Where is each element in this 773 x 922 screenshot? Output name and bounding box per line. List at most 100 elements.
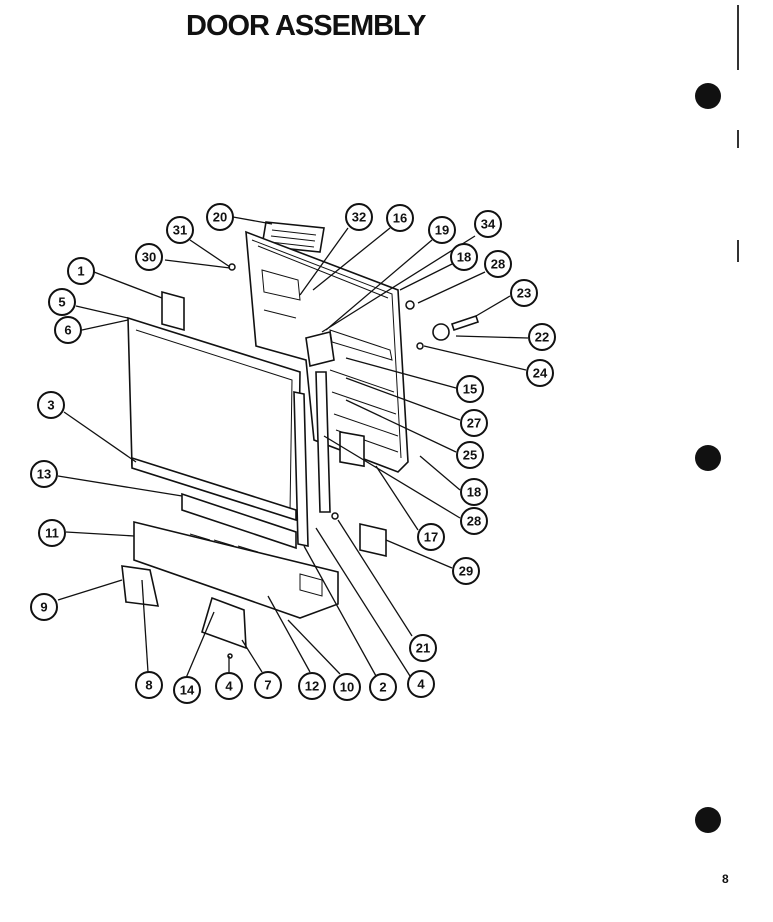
binder-hole-middle — [695, 445, 721, 471]
callout-21[interactable]: 21 — [409, 634, 437, 662]
callout-20[interactable]: 20 — [206, 203, 234, 231]
leader-23 — [475, 295, 511, 317]
leader-6 — [81, 319, 129, 331]
callout-32[interactable]: 32 — [345, 203, 373, 231]
callout-label: 34 — [481, 217, 496, 232]
leader-11 — [65, 531, 135, 537]
callout-5[interactable]: 5 — [48, 288, 76, 316]
callout-label: 30 — [142, 250, 156, 265]
part-detergent-cup — [339, 431, 365, 468]
leader-12 — [267, 595, 311, 673]
callout-2[interactable]: 2 — [369, 673, 397, 701]
callout-label: 23 — [517, 286, 531, 301]
part-cover-plate — [201, 596, 247, 650]
callout-4[interactable]: 4 — [215, 672, 243, 700]
callout-13[interactable]: 13 — [30, 460, 58, 488]
callout-label: 28 — [467, 514, 481, 529]
callout-label: 4 — [417, 677, 425, 692]
callout-29[interactable]: 29 — [452, 557, 480, 585]
part-screw — [416, 342, 424, 350]
callout-label: 9 — [40, 600, 47, 615]
part-inner-door-ribs — [329, 369, 399, 453]
callout-label: 20 — [213, 210, 227, 225]
callout-28[interactable]: 28 — [460, 507, 488, 535]
callout-24[interactable]: 24 — [526, 359, 554, 387]
callouts: 20 32 16 19 34 31 30 18 28 1 23 5 6 22 2… — [30, 203, 556, 704]
callout-label: 22 — [535, 330, 549, 345]
callout-3[interactable]: 3 — [37, 391, 65, 419]
part-liner-flange — [161, 290, 185, 332]
leader-5 — [75, 305, 129, 319]
part-gear — [432, 323, 450, 341]
callout-label: 6 — [64, 323, 71, 338]
callout-25[interactable]: 25 — [456, 441, 484, 469]
callout-16[interactable]: 16 — [386, 204, 414, 232]
part-vent-grille — [269, 229, 317, 248]
callout-label: 8 — [145, 678, 152, 693]
callout-label: 27 — [467, 416, 481, 431]
callout-4[interactable]: 4 — [407, 670, 435, 698]
page-title: DOOR ASSEMBLY — [186, 10, 426, 42]
part-control-panel-slots — [189, 533, 323, 597]
leader-25 — [345, 399, 457, 453]
callout-18[interactable]: 18 — [460, 478, 488, 506]
callout-27[interactable]: 27 — [460, 409, 488, 437]
leader-27 — [345, 377, 461, 421]
callout-label: 18 — [467, 485, 481, 500]
callout-9[interactable]: 9 — [30, 593, 58, 621]
callout-8[interactable]: 8 — [135, 671, 163, 699]
leader-16 — [312, 227, 391, 291]
callout-12[interactable]: 12 — [298, 672, 326, 700]
callout-30[interactable]: 30 — [135, 243, 163, 271]
callout-label: 3 — [47, 398, 54, 413]
callout-15[interactable]: 15 — [456, 375, 484, 403]
callout-7[interactable]: 7 — [254, 671, 282, 699]
callout-label: 24 — [533, 366, 548, 381]
callout-label: 4 — [225, 679, 233, 694]
callout-28[interactable]: 28 — [484, 250, 512, 278]
callout-label: 17 — [424, 530, 438, 545]
callout-11[interactable]: 11 — [38, 519, 66, 547]
callout-label: 1 — [77, 264, 84, 279]
binder-holes — [695, 5, 739, 833]
callout-31[interactable]: 31 — [166, 216, 194, 244]
part-latch-bracket — [305, 331, 335, 367]
part-drawings — [121, 221, 480, 659]
leader-22 — [455, 335, 529, 339]
leader-8 — [141, 579, 149, 673]
callout-1[interactable]: 1 — [67, 257, 95, 285]
part-screw — [405, 300, 415, 310]
callout-label: 7 — [264, 678, 271, 693]
leader-1 — [93, 271, 163, 299]
callout-label: 28 — [491, 257, 505, 272]
leader-34 — [321, 235, 476, 333]
leader-2 — [303, 545, 377, 677]
leader-30 — [164, 259, 231, 269]
callout-10[interactable]: 10 — [333, 673, 361, 701]
callout-23[interactable]: 23 — [510, 279, 538, 307]
callout-label: 31 — [173, 223, 187, 238]
leader-28a — [417, 271, 486, 304]
callout-14[interactable]: 14 — [173, 676, 201, 704]
leader-7 — [241, 639, 263, 673]
callout-19[interactable]: 19 — [428, 216, 456, 244]
callout-label: 16 — [393, 211, 407, 226]
callout-34[interactable]: 34 — [474, 210, 502, 238]
leader-18b — [419, 455, 461, 491]
callout-label: 13 — [37, 467, 51, 482]
leader-15 — [345, 357, 457, 389]
callout-label: 2 — [379, 680, 386, 695]
callout-18[interactable]: 18 — [450, 243, 478, 271]
callout-label: 11 — [45, 526, 59, 541]
part-screw — [331, 512, 339, 520]
callout-label: 19 — [435, 223, 449, 238]
part-side-bracket — [121, 565, 160, 607]
callout-17[interactable]: 17 — [417, 523, 445, 551]
part-bottom-trim — [131, 456, 297, 522]
leader-24 — [423, 345, 527, 371]
part-side-channel — [315, 371, 331, 513]
callout-6[interactable]: 6 — [54, 316, 82, 344]
callout-22[interactable]: 22 — [528, 323, 556, 351]
leader-17 — [375, 465, 419, 531]
